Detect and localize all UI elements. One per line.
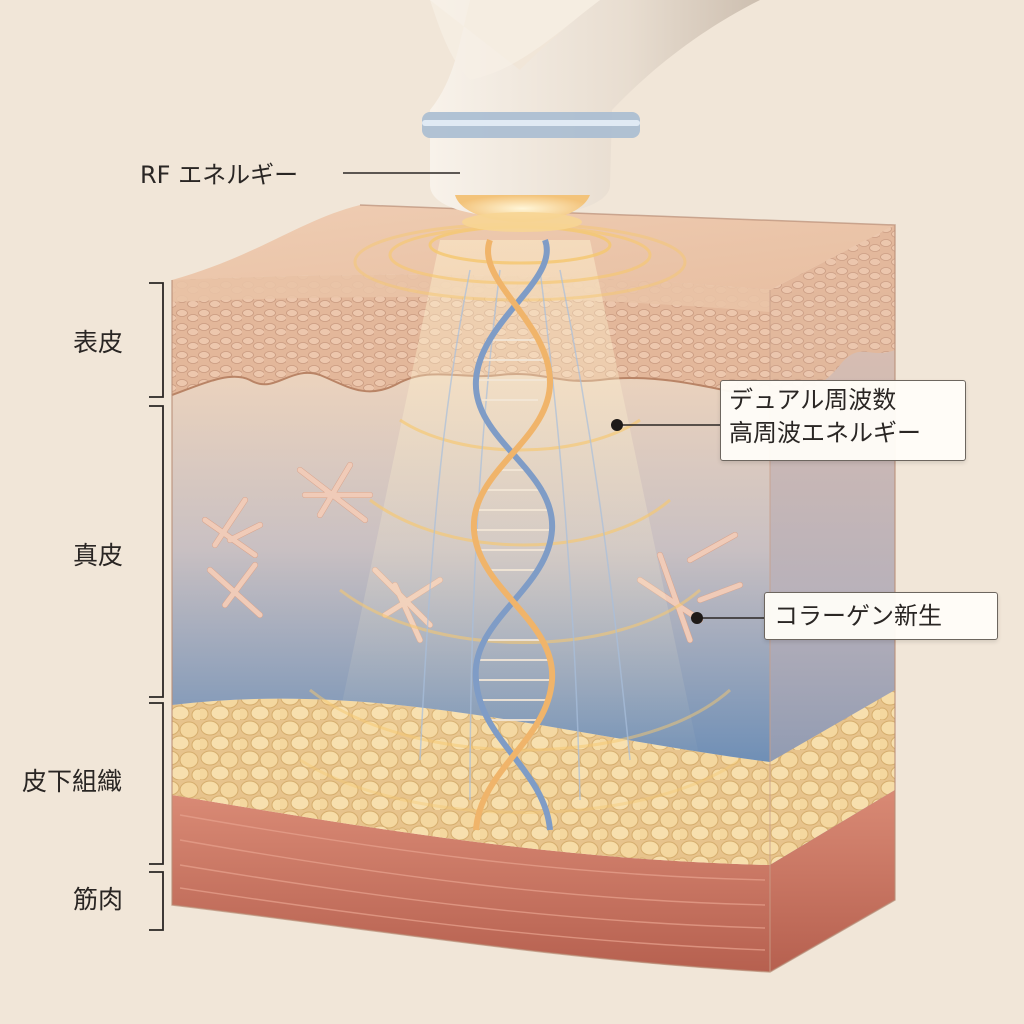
rf-handpiece-icon [422,0,760,232]
subcutaneous-label: 皮下組織 [22,767,123,796]
side-fat [770,690,895,865]
label-leaders [343,172,764,619]
energy-helix-icon [470,238,556,831]
muscle-label: 筋肉 [73,885,124,914]
rf-energy-label: RF エネルギー [140,161,299,189]
collagen-callout: コラーゲン新生 [764,592,998,640]
collagen-marker [691,612,703,624]
layer-brackets [149,282,164,931]
dual-frequency-marker [611,419,623,431]
epidermis-label: 表皮 [73,328,124,357]
side-epidermis [770,225,895,400]
side-muscle [770,790,895,972]
dermis-label: 真皮 [73,541,124,570]
dual-frequency-line2: 高周波エネルギー [729,419,921,447]
muscle-fibers [179,814,766,951]
collagen-label: コラーゲン新生 [774,602,942,630]
dual-frequency-callout: デュアル周波数 高周波エネルギー [720,380,966,461]
dual-frequency-line1: デュアル周波数 [729,386,897,414]
